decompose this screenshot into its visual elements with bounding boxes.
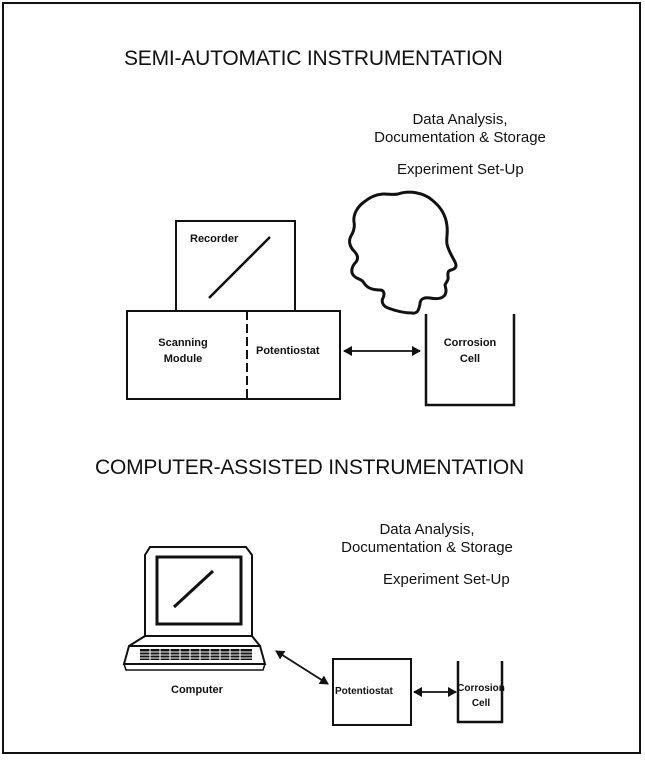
computer-label: Computer (171, 684, 223, 696)
potentiostat-label: Potentiostat (256, 345, 320, 357)
recorder-trace (208, 236, 271, 299)
documentation-storage-label-2: Documentation & Storage (341, 539, 513, 556)
semi-automatic-title: SEMI-AUTOMATIC INSTRUMENTATION (124, 47, 503, 70)
documentation-storage-label: Documentation & Storage (374, 129, 546, 146)
data-analysis-label-2: Data Analysis, (379, 521, 475, 538)
scanning-module-label-line2: Module (163, 353, 203, 365)
recorder-label: Recorder (190, 233, 239, 245)
corrosion-cell-label-2-line1: Corrosion (457, 683, 505, 694)
figure-frame (2, 2, 641, 754)
scanning-potentiostat-box (126, 310, 341, 400)
human-head-silhouette (348, 190, 458, 315)
corrosion-cell-beaker-2 (456, 661, 504, 724)
potentiostat-box-2 (332, 658, 412, 726)
corrosion-cell-label-line1: Corrosion (443, 337, 497, 349)
data-analysis-label: Data Analysis, (412, 111, 508, 128)
experiment-setup-label: Experiment Set-Up (397, 161, 524, 178)
computer-illustration (122, 546, 267, 671)
scanning-module-label-line1: Scanning (158, 337, 208, 349)
computer-potentiostat-arrow (275, 650, 329, 685)
potentiostat-label-2: Potentiostat (335, 686, 393, 697)
experiment-setup-label-2: Experiment Set-Up (383, 571, 510, 588)
corrosion-cell-label-line2: Cell (459, 353, 481, 365)
corrosion-cell-label-2-line2: Cell (471, 698, 491, 709)
computer-assisted-title: COMPUTER-ASSISTED INSTRUMENTATION (95, 456, 524, 479)
corrosion-cell-beaker (424, 314, 516, 407)
